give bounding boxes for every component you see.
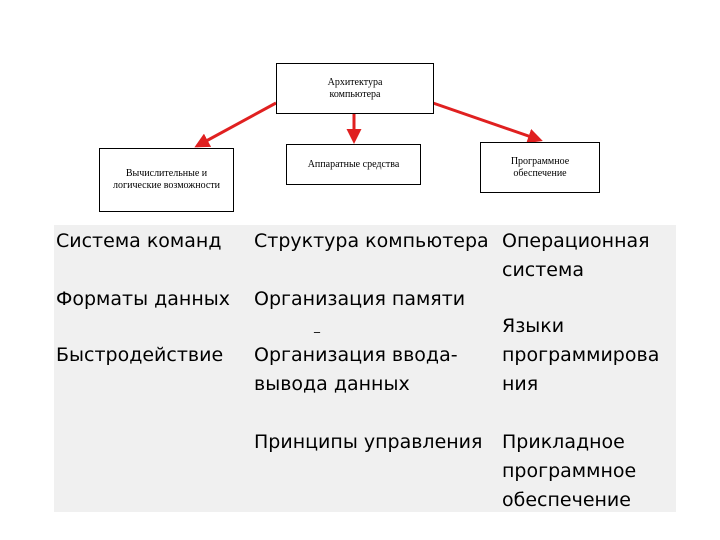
left-column-panel <box>54 225 250 512</box>
child-label-software: Программное обеспечение <box>510 155 570 179</box>
right-item-languages: Языки программирова ния <box>502 315 660 395</box>
middle-item-io: Организация ввода- вывода данных <box>254 344 458 395</box>
child-box-software: Программное обеспечение <box>480 142 600 193</box>
root-box: Архитектура компьютера <box>276 63 434 114</box>
middle-item-control: Принципы управления <box>254 431 483 453</box>
middle-item-dash: _ <box>314 319 320 333</box>
child-box-capabilities: Вычислительные и логические возможности <box>99 148 234 212</box>
left-item-performance: Быстродействие <box>56 344 224 366</box>
arrow-right <box>432 101 543 144</box>
child-label-capabilities: Вычислительные и логические возможности <box>113 168 220 191</box>
middle-column-panel <box>250 225 498 512</box>
right-item-applications: Прикладное программное обеспечение <box>502 431 637 511</box>
arrow-left <box>194 101 277 148</box>
left-item-data-formats: Форматы данных <box>56 288 230 310</box>
middle-item-structure: Структура компьютера <box>254 230 489 252</box>
child-label-hardware: Аппаратные средства <box>307 158 400 170</box>
middle-item-memory: Организация памяти <box>254 288 466 310</box>
root-label: Архитектура компьютера <box>327 76 383 100</box>
child-box-hardware: Аппаратные средства <box>286 144 421 185</box>
right-column-panel <box>498 225 676 512</box>
left-item-instruction-set: Система команд <box>56 230 222 252</box>
right-item-os: Операционная система <box>502 230 650 281</box>
